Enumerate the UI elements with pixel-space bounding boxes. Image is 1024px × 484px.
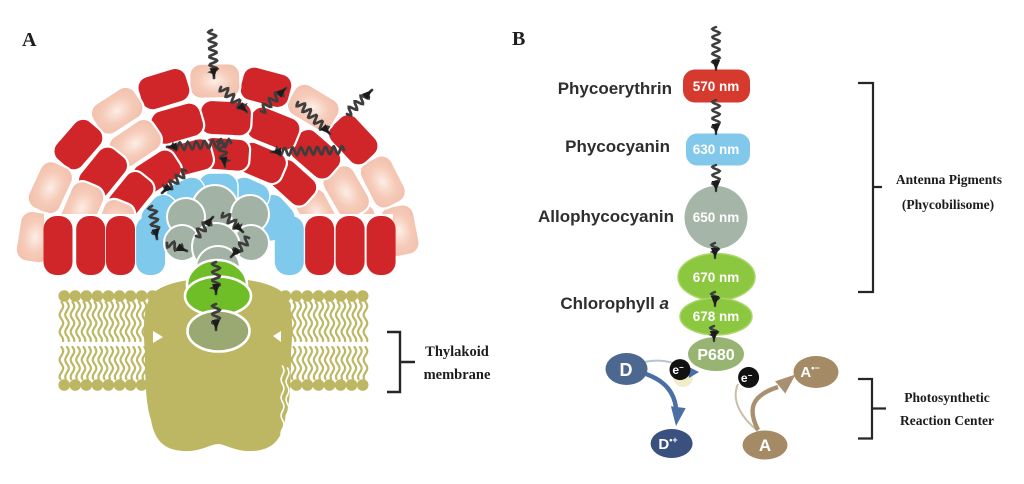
svg-text:A: A bbox=[759, 436, 771, 455]
svg-text:e−: e− bbox=[672, 363, 684, 377]
svg-text:(Phycobilisome): (Phycobilisome) bbox=[902, 197, 994, 212]
svg-text:Allophycocyanin: Allophycocyanin bbox=[538, 207, 674, 226]
svg-text:B: B bbox=[512, 28, 525, 50]
svg-text:Phycoerythrin: Phycoerythrin bbox=[558, 79, 672, 98]
svg-text:Thylakoid: Thylakoid bbox=[425, 344, 489, 360]
svg-text:630 nm: 630 nm bbox=[693, 142, 740, 157]
svg-text:678 nm: 678 nm bbox=[693, 309, 740, 324]
svg-text:650 nm: 650 nm bbox=[693, 210, 740, 225]
svg-text:Phycocyanin: Phycocyanin bbox=[565, 137, 670, 156]
svg-text:570 nm: 570 nm bbox=[693, 79, 740, 94]
svg-text:670 nm: 670 nm bbox=[693, 270, 740, 285]
svg-text:A: A bbox=[22, 29, 37, 51]
svg-text:e−: e− bbox=[741, 371, 753, 385]
svg-text:membrane: membrane bbox=[424, 367, 491, 383]
svg-text:Photosynthetic: Photosynthetic bbox=[904, 390, 990, 405]
svg-text:Antenna Pigments: Antenna Pigments bbox=[896, 172, 1002, 187]
svg-text:P680: P680 bbox=[697, 347, 734, 364]
svg-text:Chlorophyll a: Chlorophyll a bbox=[560, 294, 669, 313]
svg-text:D: D bbox=[620, 360, 633, 380]
svg-text:Reaction Center: Reaction Center bbox=[900, 413, 994, 428]
